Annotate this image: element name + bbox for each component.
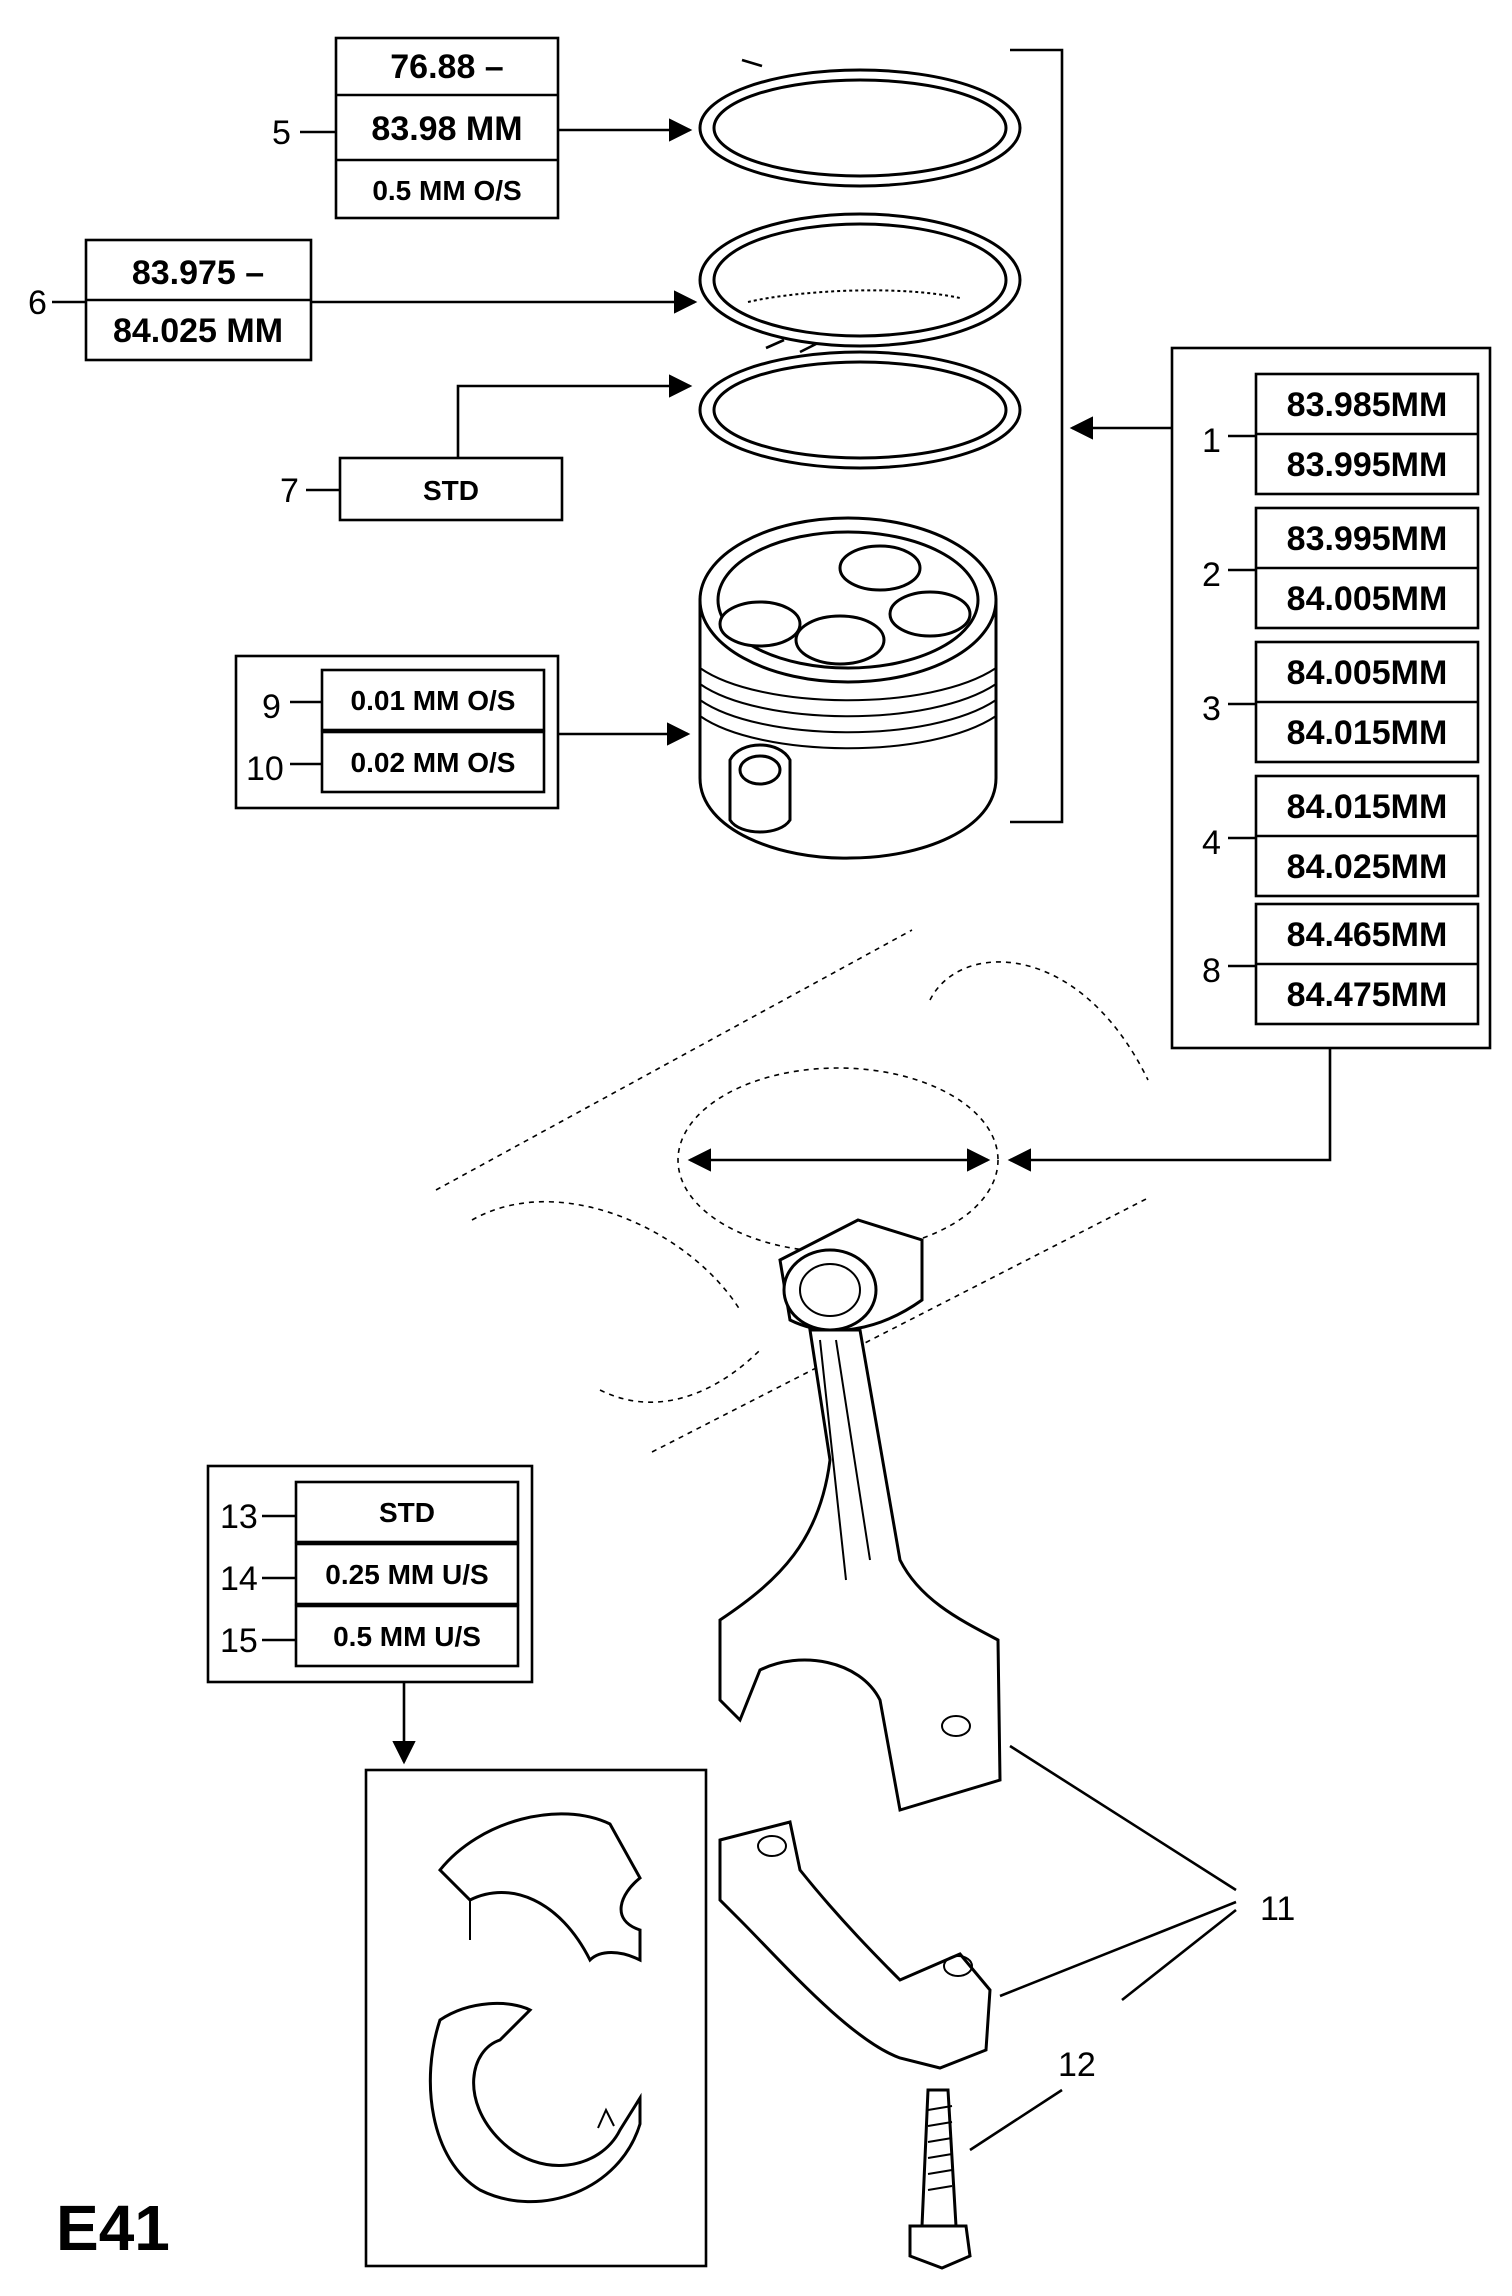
callout-number: 7 [280, 472, 299, 510]
spec-label: 83.995MM [1287, 446, 1448, 484]
top-ring-callout: 5 76.88 – 83.98 MM 0.5 MM O/S [272, 36, 693, 220]
arrow-icon [1007, 1048, 1332, 1172]
spec-label: 0.5 MM O/S [372, 175, 521, 206]
bearing-shell-callout: 13 14 15 STD 0.25 MM U/S 0.5 MM U/S [206, 1464, 534, 1765]
callout-number: 5 [272, 114, 291, 152]
spec-label: 0.02 MM O/S [351, 747, 516, 778]
bearing-shell-icon [428, 2001, 642, 2204]
callout-number: 11 [1260, 1890, 1295, 1928]
piston-icon [698, 516, 998, 860]
middle-ring-callout: 6 83.975 – 84.025 MM [28, 238, 698, 362]
spec-label: 84.015MM [1287, 788, 1448, 826]
connecting-rod-callout: 11 [999, 1744, 1295, 2002]
group-bracket [1010, 48, 1064, 824]
spec-label: 84.025MM [1287, 848, 1448, 886]
spec-label: STD [423, 475, 479, 506]
connecting-rod-cap-icon [718, 1820, 992, 2070]
callout-number: 6 [28, 284, 47, 322]
piston-ring-icon [698, 350, 1022, 470]
callout-number: 3 [1202, 690, 1221, 728]
spec-label: 0.01 MM O/S [351, 685, 516, 716]
arrow-icon [456, 374, 693, 458]
spec-label: 84.005MM [1287, 580, 1448, 618]
spec-label: 76.88 – [390, 48, 503, 86]
bearing-shell-icon [437, 1812, 642, 1963]
piston-ring-icon [698, 58, 1022, 188]
spec-label: 84.005MM [1287, 654, 1448, 692]
spec-label: 84.465MM [1287, 916, 1448, 954]
spec-label: STD [379, 1497, 435, 1528]
bore-grade-1: 1 83.985MM 83.995MM [1202, 372, 1480, 496]
callout-number: 14 [220, 1560, 258, 1598]
callout-number: 9 [262, 688, 281, 726]
callout-number: 12 [1058, 2046, 1096, 2084]
diagram-code: E41 [56, 2192, 170, 2264]
bore-grade-8: 8 84.465MM 84.475MM [1202, 902, 1480, 1026]
bore-grade-panel: 1 83.985MM 83.995MM 2 83.995MM 84.005MM … [1007, 346, 1492, 1172]
spec-label: 0.25 MM U/S [325, 1559, 488, 1590]
spec-label: 84.475MM [1287, 976, 1448, 1014]
piston-ring-icon [698, 212, 1022, 354]
bore-grade-3: 3 84.005MM 84.015MM [1202, 640, 1480, 764]
bore-grade-2: 2 83.995MM 84.005MM [1202, 506, 1480, 630]
spec-label: 0.5 MM U/S [333, 1621, 481, 1652]
callout-number: 2 [1202, 556, 1221, 594]
callout-number: 1 [1202, 422, 1221, 460]
oil-ring-callout: 7 STD [280, 374, 693, 522]
bolt-callout: 12 [969, 2046, 1096, 2152]
cylinder-block-outline [435, 929, 1149, 1453]
callout-number: 10 [246, 750, 284, 788]
callout-number: 8 [1202, 952, 1221, 990]
bolt-icon [908, 2088, 972, 2270]
bore-grade-4: 4 84.015MM 84.025MM [1202, 774, 1480, 898]
spec-label: 83.98 MM [371, 110, 522, 148]
spec-label: 84.015MM [1287, 714, 1448, 752]
connecting-rod-icon [718, 1218, 1002, 1812]
spec-label: 84.025 MM [113, 312, 283, 350]
bearing-shell-panel [364, 1768, 708, 2268]
callout-number: 4 [1202, 824, 1221, 862]
spec-label: 83.985MM [1287, 386, 1448, 424]
callout-number: 15 [220, 1622, 258, 1660]
piston-callout: 9 10 0.01 MM O/S 0.02 MM O/S [234, 654, 691, 810]
callout-number: 13 [220, 1498, 258, 1536]
spec-label: 83.995MM [1287, 520, 1448, 558]
spec-label: 83.975 – [132, 254, 264, 292]
